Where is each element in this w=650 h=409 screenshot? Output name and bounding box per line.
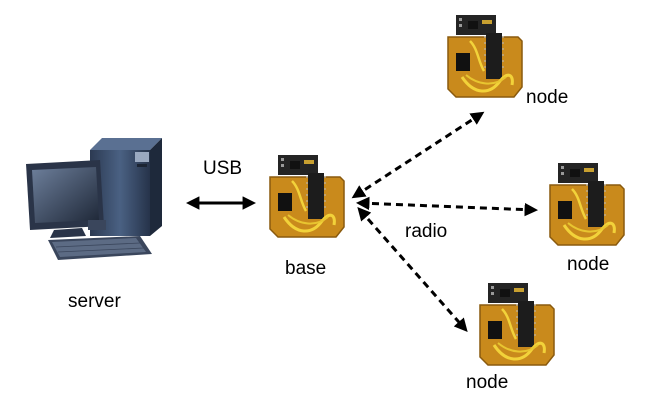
base-board-icon xyxy=(268,153,346,239)
server-computer-icon xyxy=(26,138,162,260)
usb-label: USB xyxy=(203,158,243,179)
node-right-label: node xyxy=(567,254,610,275)
node-bottom-label: node xyxy=(466,372,509,393)
radio-arrow-bottom xyxy=(357,206,468,333)
server-label: server xyxy=(68,291,121,312)
node-bottom-board-icon xyxy=(478,281,556,367)
node-top-label: node xyxy=(526,87,569,108)
radio-arrow-right xyxy=(355,196,539,217)
radio-arrow-top xyxy=(351,111,485,199)
radio-label: radio xyxy=(405,221,448,242)
node-right-board-icon xyxy=(548,161,626,247)
node-top-board-icon xyxy=(446,13,524,99)
base-label: base xyxy=(285,258,327,279)
